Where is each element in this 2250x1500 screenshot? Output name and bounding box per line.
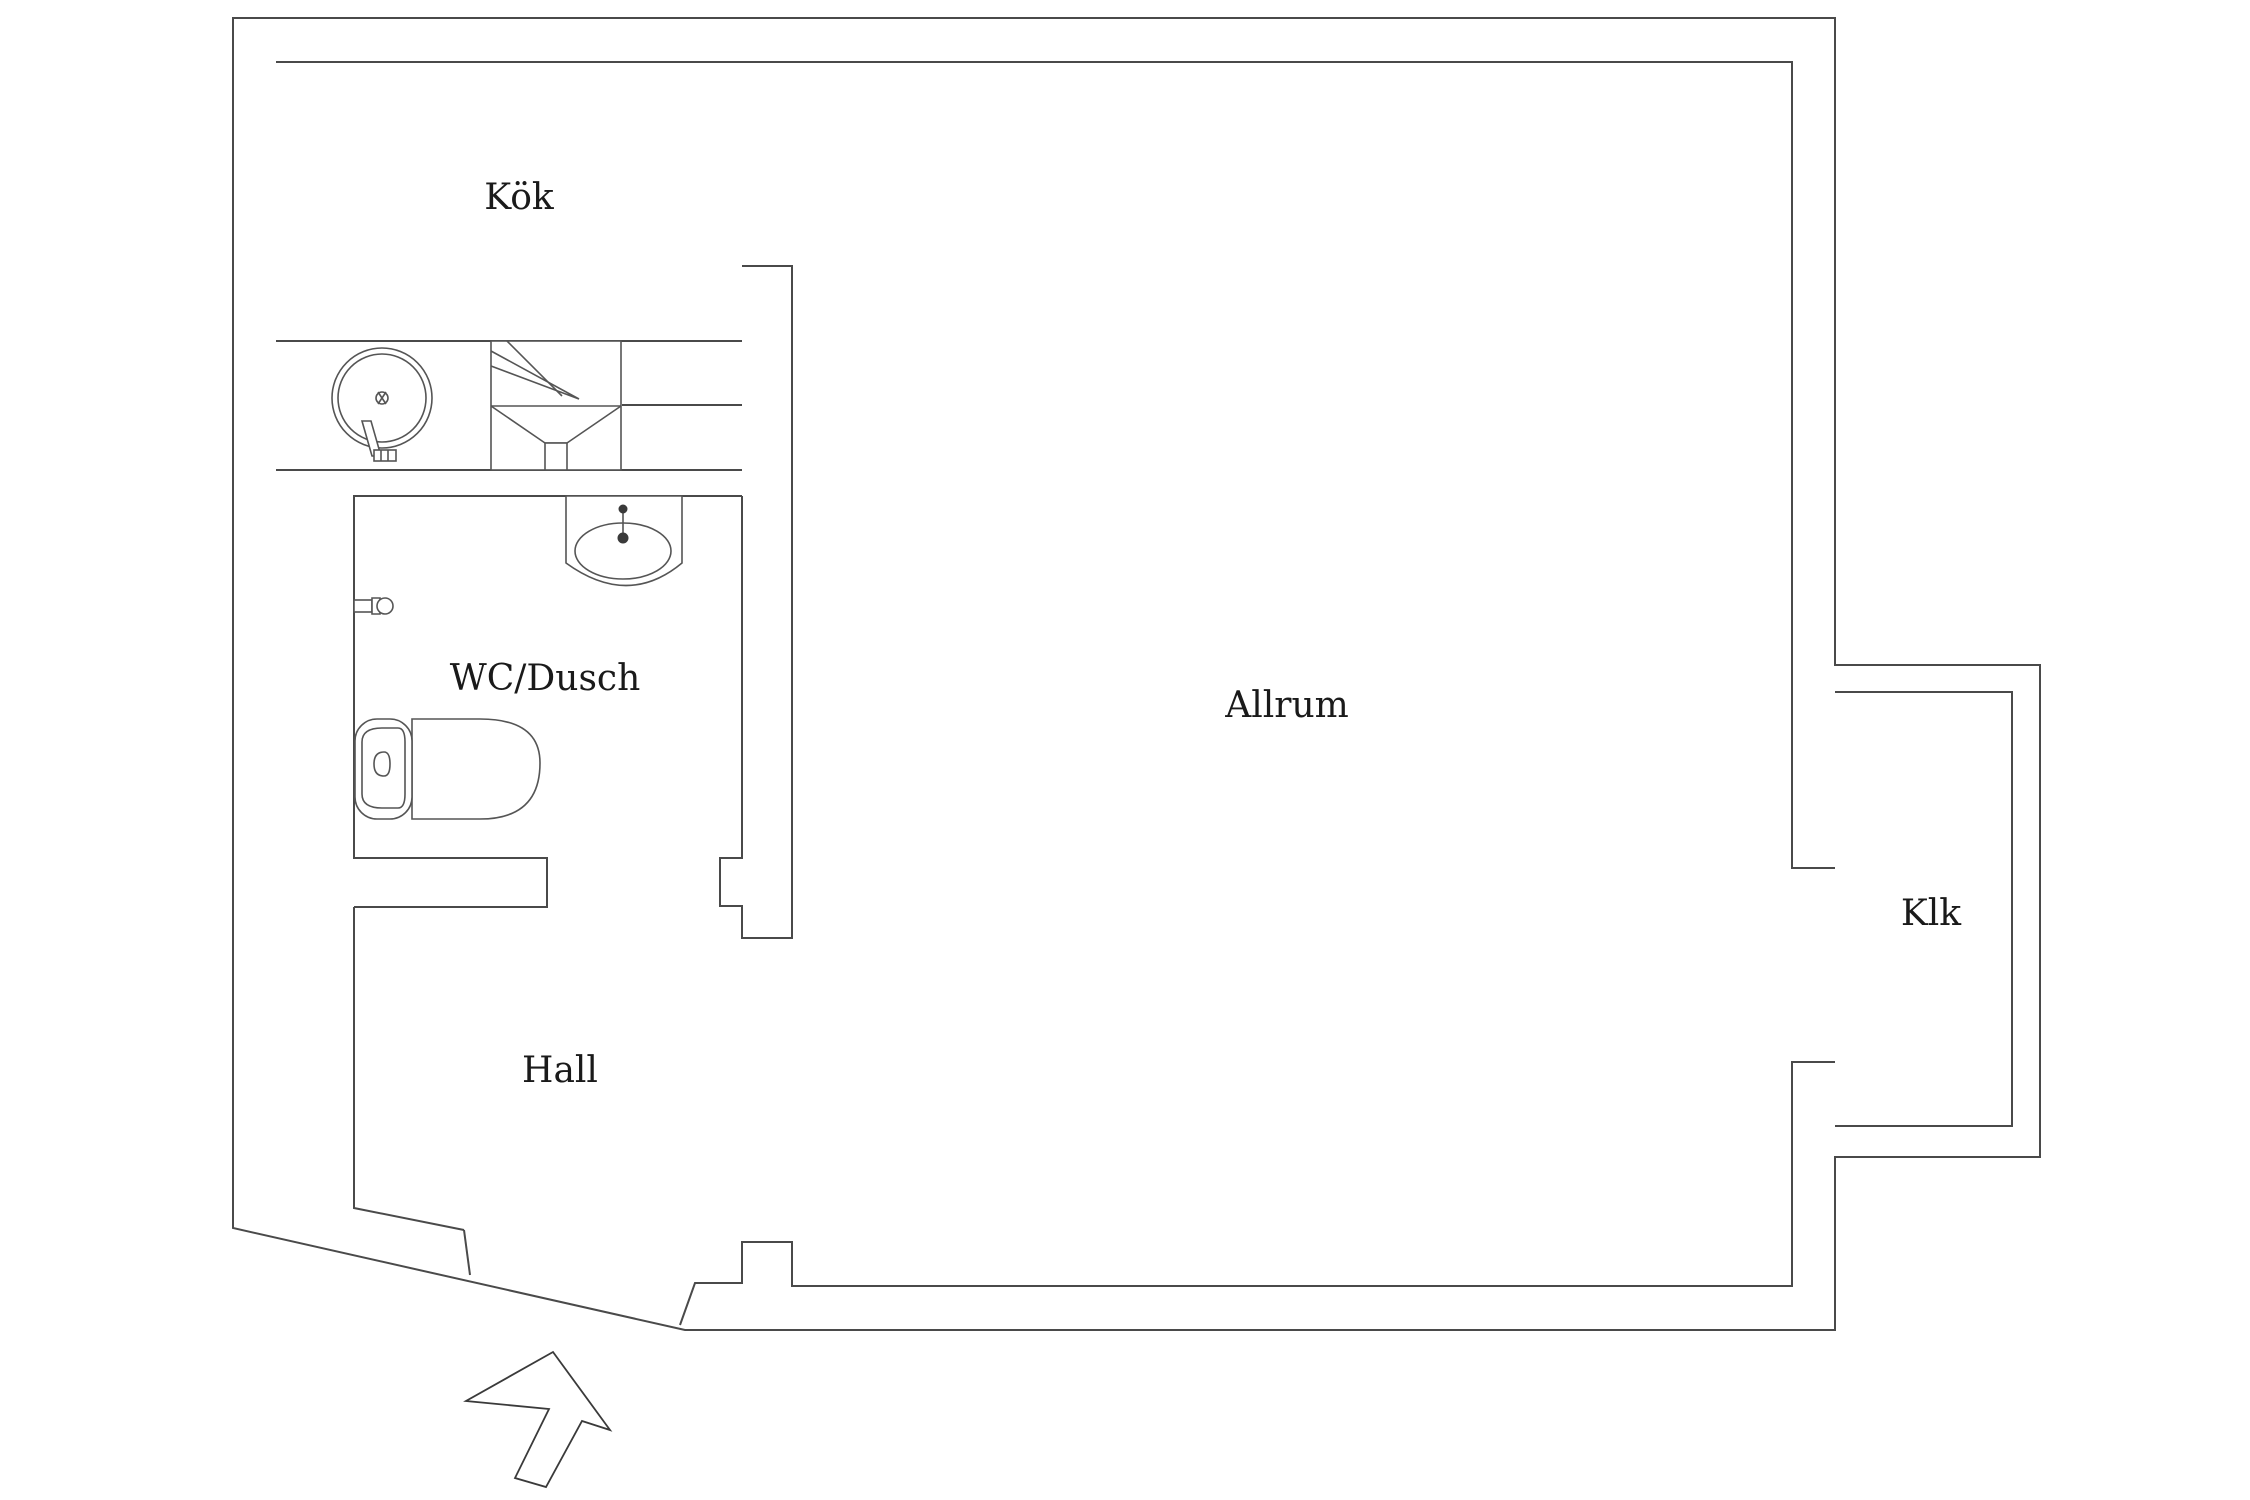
- kitchen-sink-icon: [331, 347, 433, 462]
- inner-wall-bottom: [679, 1061, 1835, 1326]
- entrance-door-jamb: [463, 1229, 471, 1276]
- shower-head-icon: [353, 597, 394, 615]
- room-label-kitchen: Kök: [484, 177, 555, 218]
- room-label-closet: Klk: [1901, 893, 1962, 934]
- stove-icon: [490, 340, 622, 471]
- hall-wall: [353, 495, 742, 908]
- outer-wall: [232, 17, 2041, 1331]
- partition-wall: [719, 265, 793, 939]
- closet-inner-wall: [1835, 691, 2013, 1127]
- room-label-bathroom: WC/Dusch: [450, 658, 641, 699]
- hall-lower-wall: [353, 907, 465, 1231]
- toilet-icon: [354, 718, 541, 820]
- room-label-hall: Hall: [522, 1050, 598, 1091]
- inner-wall: [276, 61, 1835, 869]
- room-label-living-room: Allrum: [1224, 685, 1349, 726]
- washbasin-icon: [565, 495, 683, 587]
- entrance-arrow-icon: [463, 1350, 613, 1489]
